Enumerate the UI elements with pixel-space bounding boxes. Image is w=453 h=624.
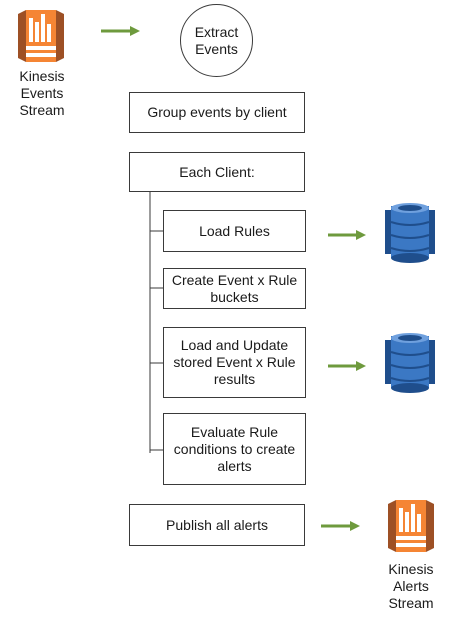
kinesis-icon	[388, 500, 434, 552]
kinesis-events-label: Kinesis Events Stream	[19, 68, 65, 118]
load-update-results-box: Load and Update stored Event x Rule resu…	[163, 327, 306, 398]
dynamodb-icon	[385, 203, 435, 263]
evaluate-conditions-box: Evaluate Rule conditions to create alert…	[163, 413, 306, 485]
kinesis-alerts-label: Kinesis Alerts Stream	[388, 561, 434, 611]
publish-alerts-box: Publish all alerts	[129, 504, 305, 546]
each-client-box: Each Client:	[129, 152, 305, 192]
kinesis-icon	[18, 10, 64, 62]
extract-events-node: Extract Events	[180, 4, 253, 77]
load-rules-box: Load Rules	[163, 210, 306, 252]
group-events-box: Group events by client	[129, 92, 305, 133]
dynamodb-icon	[385, 333, 435, 393]
create-buckets-box: Create Event x Rule buckets	[163, 268, 306, 309]
